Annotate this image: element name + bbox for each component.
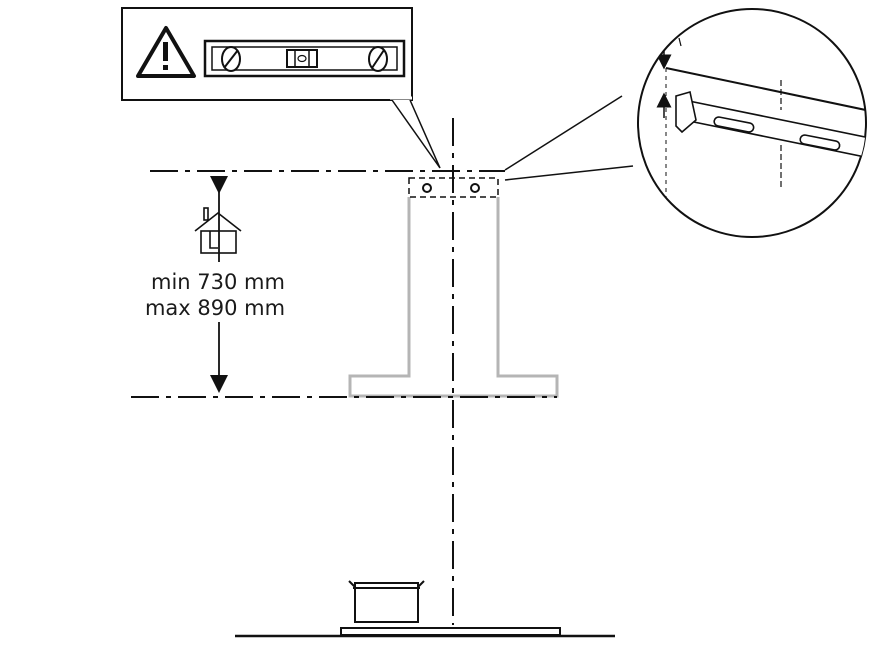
warning-triangle-icon [136, 26, 196, 78]
max-height-label: max 890 mm [145, 296, 285, 320]
cooking-pot-icon [348, 580, 425, 623]
height-dimension: min 730 mm max 890 mm [145, 176, 285, 393]
indoor-house-icon [194, 207, 242, 254]
cooktop [235, 627, 615, 638]
min-height-label: min 730 mm [151, 270, 285, 294]
spirit-level-icon [203, 39, 406, 78]
level-warning-callout [121, 7, 441, 169]
zoom-connector [504, 95, 634, 181]
bracket-detail-zoom [637, 8, 867, 238]
reference-lines [131, 118, 557, 625]
